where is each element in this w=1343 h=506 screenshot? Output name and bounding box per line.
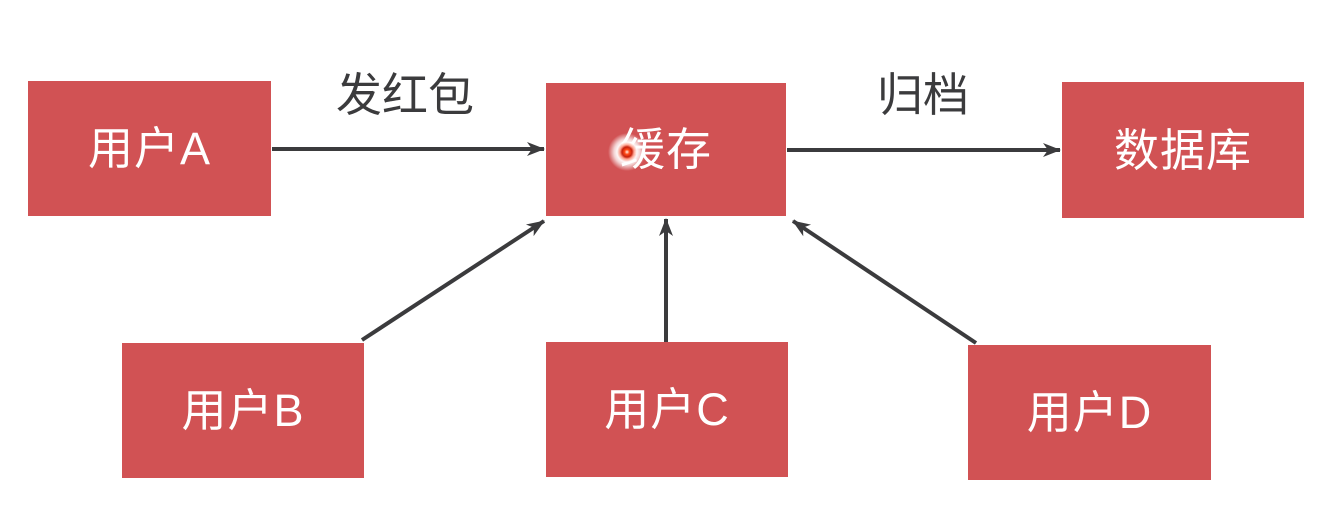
arrow-user-b-to-cache bbox=[360, 219, 546, 342]
node-database: 数据库 bbox=[1062, 82, 1304, 218]
node-user-d-label: 用户D bbox=[1026, 387, 1153, 438]
node-user-c-label: 用户C bbox=[604, 384, 730, 435]
node-user-b-label: 用户B bbox=[181, 385, 305, 436]
node-database-label: 数据库 bbox=[1113, 124, 1252, 176]
node-user-a: 用户A bbox=[28, 81, 271, 216]
node-user-b: 用户B bbox=[122, 343, 364, 478]
node-cache-label: 缓存 bbox=[619, 124, 712, 175]
node-user-a-label: 用户A bbox=[87, 123, 211, 174]
node-user-d: 用户D bbox=[968, 345, 1211, 480]
node-cache: 缓存 bbox=[546, 83, 786, 216]
edge-label-send-red-packet: 发红包 bbox=[336, 69, 474, 121]
arrow-user-d-to-cache bbox=[791, 219, 978, 345]
node-user-c: 用户C bbox=[546, 342, 788, 477]
edge-label-archive: 归档 bbox=[877, 69, 969, 121]
